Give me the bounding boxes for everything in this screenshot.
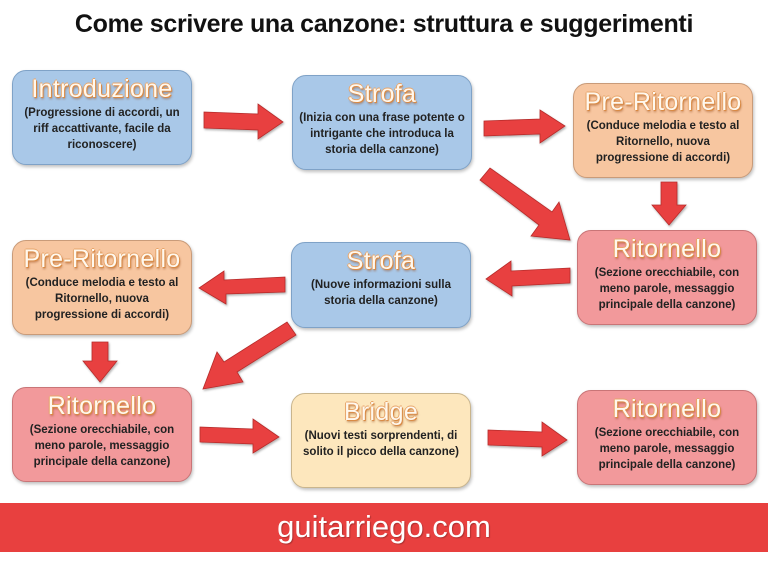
arrow-right-icon <box>199 418 280 454</box>
arrow-left-icon <box>198 270 286 305</box>
diagram-title: Come scrivere una canzone: struttura e s… <box>74 10 694 38</box>
box-description: (Sezione orecchiabile, con meno parole, … <box>29 424 175 468</box>
arrow-down-left-icon <box>202 321 297 390</box>
box-heading: Ritornello <box>612 235 722 263</box>
footer-website-link[interactable]: guitarriego.com <box>277 509 491 544</box>
box-pre-ritornello-2: Pre-Ritornello (Conduce melodia e testo … <box>12 240 192 335</box>
box-description: (Sezione orecchiabile, con meno parole, … <box>594 427 740 471</box>
box-heading: Strofa <box>347 80 417 108</box>
box-heading: Strofa <box>346 247 416 275</box>
box-description: (Nuovi testi sorprendenti, di solito il … <box>303 430 459 458</box>
box-description: (Conduce melodia e testo al Ritornello, … <box>586 120 740 164</box>
box-heading: Ritornello <box>47 392 157 420</box>
box-ritornello-2: Ritornello (Sezione orecchiabile, con me… <box>12 387 192 482</box>
box-heading: Bridge <box>343 398 419 426</box>
box-strofa-2: Strofa (Nuove informazioni sulla storia … <box>291 242 471 328</box>
box-description: (Progressione di accordi, un riff accatt… <box>24 107 180 151</box>
arrow-down-right-icon <box>479 167 571 241</box>
box-ritornello-1: Ritornello (Sezione orecchiabile, con me… <box>577 230 757 325</box>
arrow-down-icon <box>651 181 687 226</box>
arrow-right-icon <box>203 103 284 140</box>
box-heading: Introduzione <box>31 75 173 103</box>
box-heading: Pre-Ritornello <box>584 88 742 116</box>
box-description: (Conduce melodia e testo al Ritornello, … <box>25 277 179 321</box>
box-strofa-1: Strofa (Inizia con una frase potente o i… <box>292 75 472 170</box>
box-heading: Pre-Ritornello <box>23 245 181 273</box>
box-ritornello-3: Ritornello (Sezione orecchiabile, con me… <box>577 390 757 485</box>
box-pre-ritornello-1: Pre-Ritornello (Conduce melodia e testo … <box>573 83 753 178</box>
footer-banner: guitarriego.com <box>0 503 768 552</box>
box-description: (Sezione orecchiabile, con meno parole, … <box>594 267 740 311</box>
arrow-down-icon <box>82 341 118 383</box>
box-bridge: Bridge (Nuovi testi sorprendenti, di sol… <box>291 393 471 488</box>
arrow-left-icon <box>485 260 571 297</box>
box-description: (Nuove informazioni sulla storia della c… <box>311 279 451 307</box>
arrow-right-icon <box>483 109 566 144</box>
arrow-right-icon <box>487 421 568 457</box>
box-introduzione: Introduzione (Progressione di accordi, u… <box>12 70 192 165</box>
box-description: (Inizia con una frase potente o intrigan… <box>299 112 465 156</box>
box-heading: Ritornello <box>612 395 722 423</box>
